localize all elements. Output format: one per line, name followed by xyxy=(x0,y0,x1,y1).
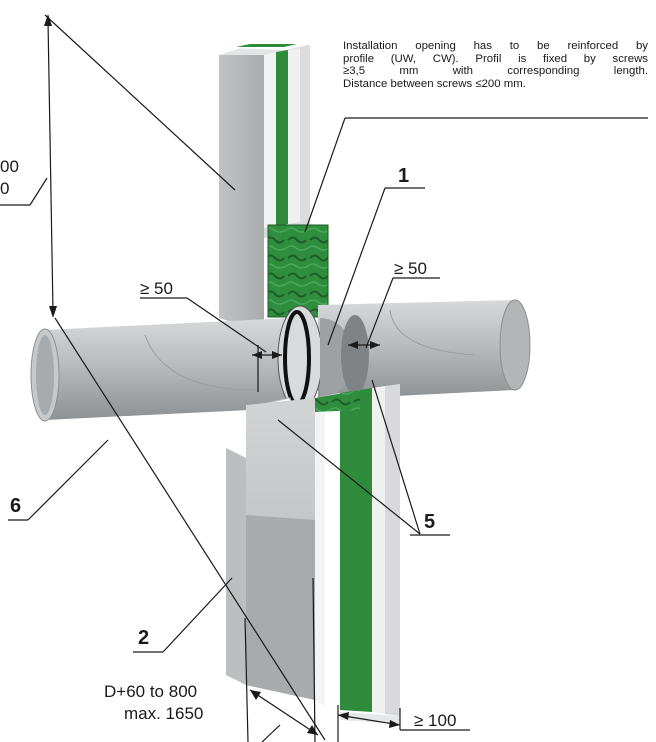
label-item-2: 2 xyxy=(138,627,150,649)
note-line-1: Installation opening has to be reinforce… xyxy=(343,40,648,52)
note-line-4: Distance between screws ≤200 mm. xyxy=(343,77,526,90)
arrowheads xyxy=(44,14,400,735)
lower-wall xyxy=(226,384,400,724)
opening-size-line-2: max. 1650 xyxy=(124,704,204,723)
label-item-5: 5 xyxy=(424,511,436,533)
note-line-2: profile (UW, CW). Profil is fixed by scr… xyxy=(343,52,648,65)
left-cut-label-1: 00 xyxy=(0,157,19,176)
opening-insulation xyxy=(267,224,329,318)
annotation-lines xyxy=(0,14,648,742)
wall-thickness-label: ≥ 100 xyxy=(414,711,457,730)
left-cut-label-2: 0 xyxy=(0,179,10,198)
note-line-3: ≥3,5 mm with corresponding length. xyxy=(343,65,648,78)
opening-size-line-1: D+60 to 800 xyxy=(104,682,198,701)
label-item-6: 6 xyxy=(10,495,22,517)
label-item-1: 1 xyxy=(398,165,410,187)
upper-wall xyxy=(219,44,310,332)
clearance-left: ≥ 50 xyxy=(140,279,173,298)
clearance-right: ≥ 50 xyxy=(394,259,427,278)
pipe-collar xyxy=(277,305,369,411)
installation-note: Installation opening has to be reinforce… xyxy=(343,40,648,90)
pipe xyxy=(30,299,531,422)
